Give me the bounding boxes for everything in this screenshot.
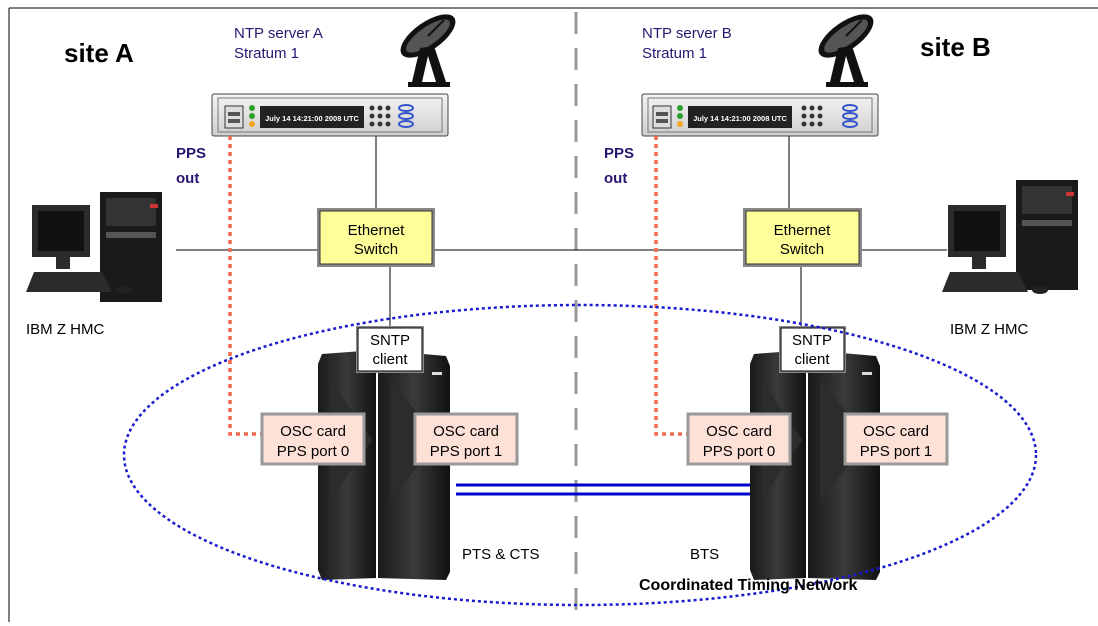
osc-b1-line1: OSC card [863, 423, 929, 440]
osc-card-a-port0: OSC card PPS port 0 [260, 412, 366, 466]
role-label-pts-cts: PTS & CTS [462, 546, 540, 563]
sntp-a-line2: client [372, 351, 408, 368]
hmc-a-label: IBM Z HMC [26, 321, 104, 338]
ethernet-switch-b: Ethernet Switch [743, 208, 862, 267]
osc-card-b-port1: OSC card PPS port 1 [843, 412, 949, 466]
osc-card-b-port0: OSC card PPS port 0 [686, 412, 792, 466]
ntp-server-a-stratum: Stratum 1 [234, 45, 299, 62]
pps-out-b-line1: PPS [604, 145, 634, 162]
hmc-b-computer-icon [942, 180, 1078, 294]
pps-out-b-line2: out [604, 170, 627, 187]
ntp-server-a-display: July 14 14:21:00 2008 UTC [265, 114, 359, 123]
ntp-server-b-stratum: Stratum 1 [642, 45, 707, 62]
pps-line-a [228, 136, 262, 436]
pps-out-a-line1: PPS [176, 145, 206, 162]
ctn-label: Coordinated Timing Network [639, 577, 857, 594]
osc-card-a-port1: OSC card PPS port 1 [413, 412, 519, 466]
sntp-client-b: SNTP client [779, 326, 846, 373]
osc-a1-line2: PPS port 1 [430, 443, 503, 460]
sntp-b-line1: SNTP [792, 332, 832, 349]
ntp-server-b: July 14 14:21:00 2008 UTC [641, 93, 879, 137]
sntp-client-a: SNTP client [356, 326, 424, 373]
hmc-a-computer-icon [26, 192, 162, 302]
ntp-server-b-name: NTP server B [642, 25, 732, 42]
satellite-dish-icon-a [400, 14, 456, 87]
site-b-label: site B [920, 32, 991, 62]
satellite-dish-icon-b [818, 14, 874, 87]
switch-b-line1: Ethernet [774, 222, 832, 239]
ethernet-switch-a: Ethernet Switch [317, 208, 435, 267]
site-a-label: site A [64, 38, 134, 68]
osc-b0-line2: PPS port 0 [703, 443, 776, 460]
pps-line-b [654, 136, 688, 436]
switch-b-line2: Switch [780, 241, 824, 258]
switch-a-line1: Ethernet [348, 222, 406, 239]
ctn-ellipse [122, 303, 1038, 607]
osc-b0-line1: OSC card [706, 423, 772, 440]
hmc-b-label: IBM Z HMC [950, 321, 1028, 338]
osc-b1-line2: PPS port 1 [860, 443, 933, 460]
pps-out-a-line2: out [176, 170, 199, 187]
ntp-server-a: July 14 14:21:00 2008 UTC [211, 93, 449, 137]
role-label-bts: BTS [690, 546, 719, 563]
osc-a0-line2: PPS port 0 [277, 443, 350, 460]
switch-a-line2: Switch [354, 241, 398, 258]
osc-a0-line1: OSC card [280, 423, 346, 440]
sntp-a-line1: SNTP [370, 332, 410, 349]
ntp-server-b-display: July 14 14:21:00 2008 UTC [693, 114, 787, 123]
sntp-b-line2: client [794, 351, 830, 368]
osc-a1-line1: OSC card [433, 423, 499, 440]
ntp-server-a-name: NTP server A [234, 25, 323, 42]
